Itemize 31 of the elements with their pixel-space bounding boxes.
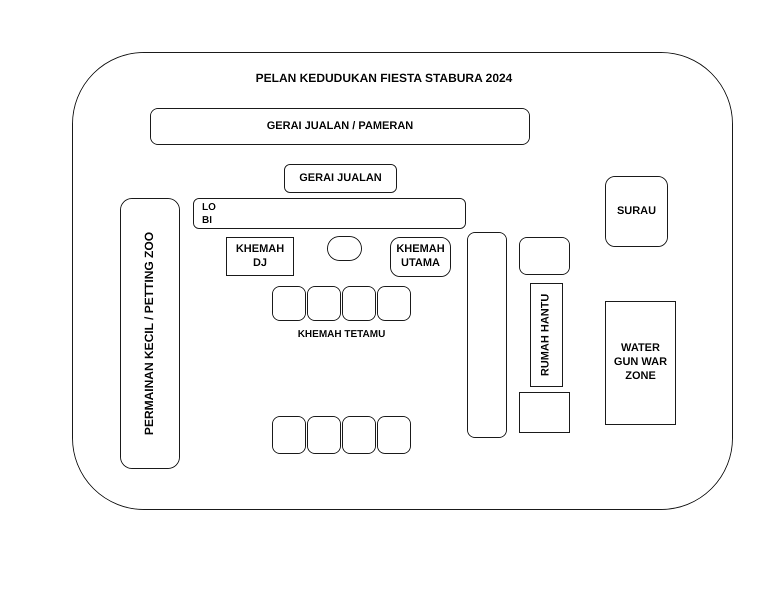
empty-plot <box>307 416 341 454</box>
area-label: KHEMAH UTAMA <box>395 243 446 271</box>
area-box <box>605 301 676 425</box>
area-box <box>150 108 530 145</box>
area-box <box>226 237 294 276</box>
empty-plot <box>272 286 306 321</box>
empty-plot <box>272 416 306 454</box>
empty-plot <box>467 232 507 438</box>
plan-title: PELAN KEDUDUKAN FIESTA STABURA 2024 <box>254 71 514 86</box>
empty-plot <box>377 416 411 454</box>
area-label: GERAI JUALAN / PAMERAN <box>266 120 414 134</box>
area-label: LO BI <box>202 202 216 227</box>
area-box <box>284 164 397 193</box>
area-label: PERMAINAN KECIL / PETTING ZOO <box>142 232 158 436</box>
area-label: RUMAH HANTU <box>540 294 553 376</box>
empty-plot <box>342 286 376 321</box>
area-label: KHEMAH DJ <box>234 243 286 270</box>
empty-plot <box>307 286 341 321</box>
empty-plot <box>519 237 570 275</box>
area-label: WATER GUN WAR ZONE <box>612 342 668 384</box>
area-label: GERAI JUALAN <box>299 172 382 186</box>
empty-plot <box>342 416 376 454</box>
area-label: KHEMAH TETAMU <box>296 329 386 342</box>
area-box <box>530 283 563 387</box>
empty-plot <box>377 286 411 321</box>
empty-plot <box>519 392 570 433</box>
area-box <box>120 198 180 469</box>
area-box <box>390 237 451 277</box>
area-box <box>193 198 466 229</box>
area-label: SURAU <box>616 204 656 218</box>
area-box <box>605 176 668 247</box>
